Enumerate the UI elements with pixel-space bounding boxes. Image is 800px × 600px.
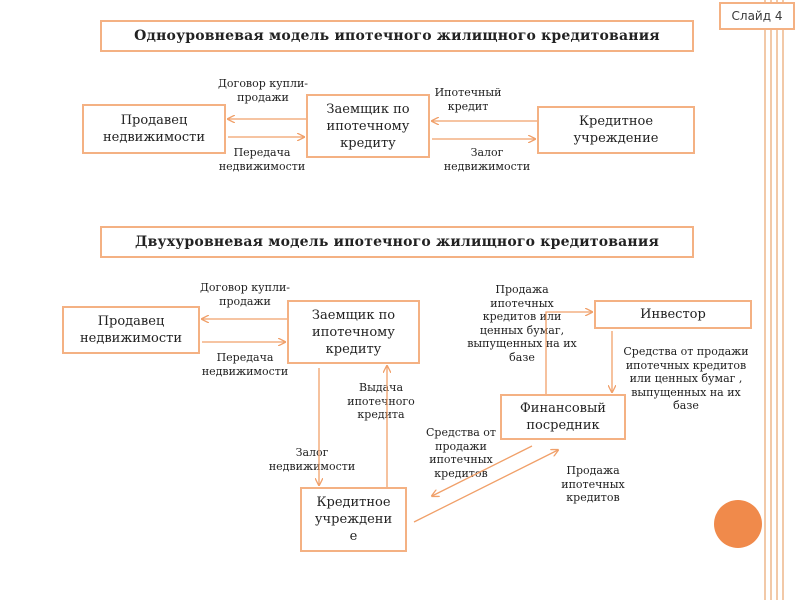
one-level-label-transfer: Передача недвижимости — [218, 146, 306, 173]
decorative-stripe — [764, 0, 766, 600]
slide-number-label: Слайд 4 — [719, 2, 795, 30]
one-level-label-pledge: Залог недвижимости — [443, 146, 531, 173]
two-level-title: Двухуровневая модель ипотечного жилищног… — [100, 226, 694, 258]
decorative-stripe — [776, 0, 778, 600]
two-level-label-funds-from-investor: Средства от продажи ипотечных кредитов и… — [623, 345, 749, 412]
two-level-seller-box: Продавец недвижимости — [62, 306, 200, 354]
one-level-borrower-box: Заемщик по ипотечному кредиту — [306, 94, 430, 158]
two-level-label-pledge: Залог недвижимости — [268, 446, 356, 473]
one-level-label-mortgage-credit: Ипотечный кредит — [434, 86, 502, 113]
one-level-label-contract: Договор купли- продажи — [217, 77, 309, 104]
two-level-credit-institution-box: Кредитное учреждени е — [300, 487, 407, 552]
two-level-label-transfer: Передача недвижимости — [201, 351, 289, 378]
arrow-sale-to-investor — [545, 312, 592, 394]
one-level-seller-box: Продавец недвижимости — [82, 104, 226, 154]
two-level-label-issuance: Выдача ипотечного кредита — [347, 381, 415, 421]
two-level-label-funds-to-credit: Средства от продажи ипотечных кредитов — [426, 426, 496, 480]
one-level-credit-institution-box: Кредитное учреждение — [537, 106, 695, 154]
arrow-funds-to-credit — [432, 445, 533, 496]
decorative-stripe — [770, 0, 772, 600]
two-level-intermediary-box: Финансовый посредник — [500, 394, 626, 440]
arrow-sale-to-intermediary — [413, 450, 558, 523]
two-level-label-sale-to-intermediary: Продажа ипотечных кредитов — [561, 464, 625, 504]
two-level-borrower-box: Заемщик по ипотечному кредиту — [287, 300, 420, 364]
two-level-investor-box: Инвестор — [594, 300, 752, 329]
one-level-title: Одноуровневая модель ипотечного жилищног… — [100, 20, 694, 52]
decorative-circle — [714, 500, 762, 548]
two-level-label-contract: Договор купли- продажи — [199, 281, 291, 308]
decorative-stripe — [782, 0, 784, 600]
two-level-label-sale-to-investor: Продажа ипотечных кредитов или ценных бу… — [467, 283, 577, 364]
